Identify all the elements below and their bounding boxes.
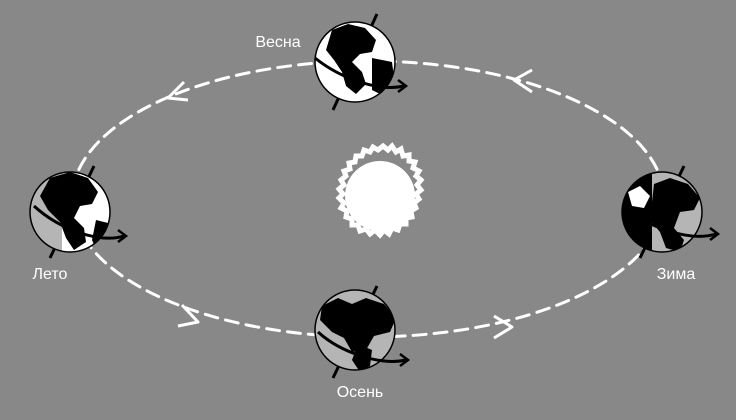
continent-shape	[650, 178, 700, 252]
orbit-arrows	[166, 68, 533, 340]
rotation-arrow-icon	[316, 330, 407, 363]
sun-corona	[335, 142, 425, 239]
earth-summer	[29, 165, 129, 259]
earth-autumn	[314, 285, 411, 379]
label-autumn: Осень	[337, 384, 384, 401]
label-winter: Зима	[657, 266, 696, 283]
rotation-arrow-icon	[32, 204, 125, 240]
rotation-arrow-icon	[625, 206, 717, 238]
rotation-arrow-icon	[314, 56, 405, 89]
earth-winter	[621, 165, 721, 259]
orbit-arrow-top-left-icon	[166, 80, 189, 102]
continent-shape	[320, 298, 395, 352]
earth-spring	[314, 13, 409, 111]
orbit-arrow-bottom-right-icon	[493, 314, 514, 340]
label-summer: Лето	[33, 266, 68, 283]
sun-icon	[335, 142, 425, 239]
continent-shape	[628, 186, 650, 208]
orbit-arrow-bottom-left-icon	[177, 303, 200, 328]
sun-disk	[345, 161, 415, 231]
continent-shape	[40, 172, 98, 250]
orbit-arrow-top-right-icon	[512, 68, 533, 94]
continent-shape	[326, 24, 376, 94]
continent-shape	[352, 344, 372, 370]
label-spring: Весна	[255, 34, 300, 51]
